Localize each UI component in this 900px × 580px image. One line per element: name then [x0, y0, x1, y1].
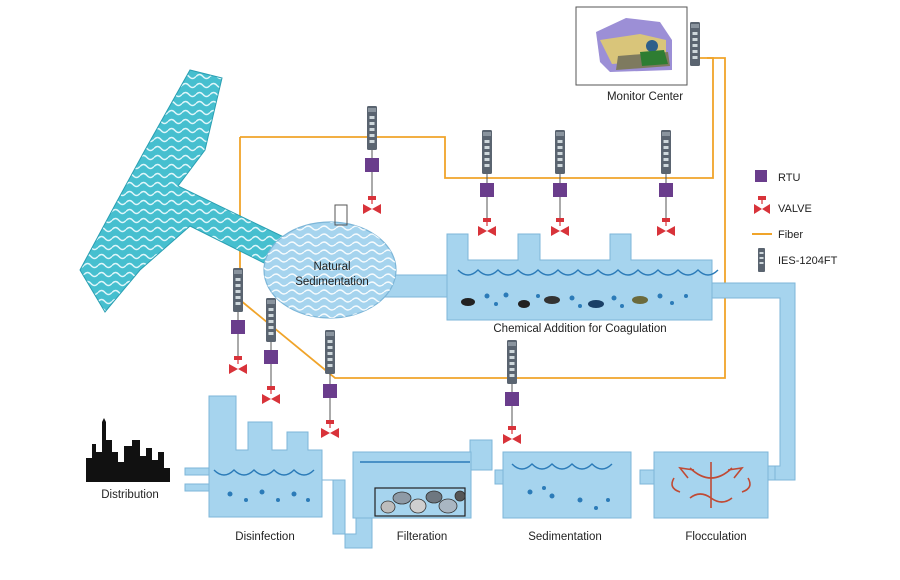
industrial-switch-icon: [661, 130, 671, 174]
city-skyline-icon: [86, 418, 170, 482]
rtu-square-icon: [264, 350, 278, 364]
rtu-square-icon: [553, 183, 567, 197]
rtu-square-icon: [505, 392, 519, 406]
industrial-switch-icon: [266, 298, 276, 342]
chemical-particles: [461, 292, 688, 308]
industrial-switch-icon: [325, 330, 335, 374]
rtu-square-icon: [365, 158, 379, 172]
legend-rtu: RTU: [755, 170, 800, 184]
rtu-square-icon: [480, 183, 494, 197]
legend-valve: VALVE: [754, 196, 812, 215]
valve-icon: [754, 196, 770, 214]
rtu-square-icon: [231, 320, 245, 334]
legend-switch-label: IES-1204FT: [778, 255, 838, 267]
filter-media: [380, 490, 466, 514]
natural-sedimentation-label-2: Sedimentation: [295, 276, 369, 288]
valve-icon: [229, 356, 247, 374]
legend-fiber-label: Fiber: [778, 229, 803, 241]
legend-fiber: Fiber: [752, 229, 803, 241]
legend-switch: IES-1204FT: [758, 248, 838, 272]
valve-icon: [551, 218, 569, 236]
flocculation-tank: Flocculation: [653, 451, 769, 543]
natural-sedimentation-label-1: Natural: [313, 261, 350, 273]
rtu-square-icon: [659, 183, 673, 197]
river: [79, 69, 301, 313]
filteration-label: Filteration: [397, 531, 448, 543]
sedimentation-tank: Sedimentation: [502, 451, 632, 543]
valve-icon: [503, 426, 521, 444]
valve-icon: [262, 386, 280, 404]
industrial-switch-icon: [690, 22, 700, 66]
industrial-switch-icon: [233, 268, 243, 312]
industrial-switch-icon: [367, 106, 377, 150]
industrial-switch-icon: [507, 340, 517, 384]
industrial-switch-icon: [482, 130, 492, 174]
disinfection-tank: Disinfection: [208, 395, 323, 543]
device-stacks: [229, 22, 700, 444]
filteration-tank: Filteration: [352, 451, 472, 543]
flocculation-label: Flocculation: [685, 531, 746, 543]
mixer-icon: [671, 462, 751, 508]
rtu-square-icon: [323, 384, 337, 398]
chemical-addition-tank: Chemical Addition for Coagulation: [446, 233, 719, 335]
valve-icon: [363, 196, 381, 214]
legend: RTU VALVE Fiber IES-1204FT: [752, 170, 838, 272]
disinfection-label: Disinfection: [235, 531, 294, 543]
monitor-center-label: Monitor Center: [607, 91, 683, 103]
distribution-label: Distribution: [101, 489, 159, 501]
industrial-switch-icon: [555, 130, 565, 174]
legend-valve-label: VALVE: [778, 203, 812, 215]
natural-sedimentation-tank: Natural Sedimentation: [263, 204, 397, 319]
valve-icon: [478, 218, 496, 236]
monitor-center-icon: [596, 18, 672, 72]
valve-icon: [657, 218, 675, 236]
rtu-square-icon: [755, 170, 767, 182]
chemical-addition-label: Chemical Addition for Coagulation: [493, 323, 666, 335]
monitor-center: Monitor Center: [575, 6, 688, 103]
valve-icon: [321, 420, 339, 438]
legend-rtu-label: RTU: [778, 172, 800, 184]
sedimentation-label: Sedimentation: [528, 531, 602, 543]
industrial-switch-icon: [758, 248, 765, 272]
